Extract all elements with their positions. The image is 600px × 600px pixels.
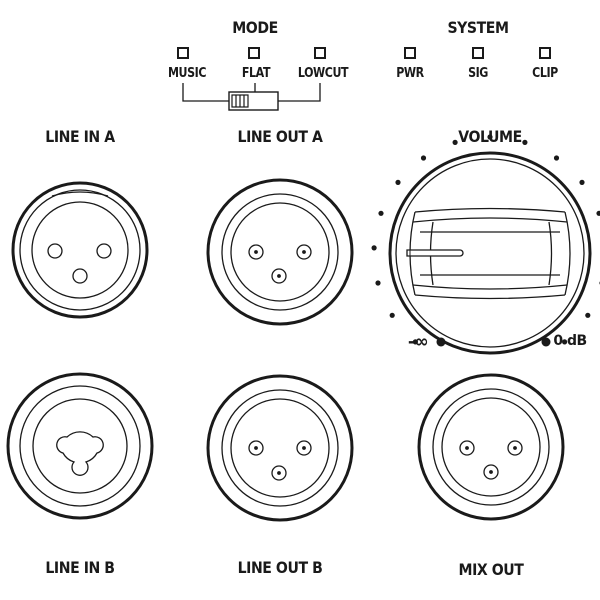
mode-option-music[interactable]: MUSIC — [167, 66, 207, 81]
mix-out-jack[interactable] — [417, 373, 565, 521]
line-out-b-jack[interactable] — [206, 374, 354, 522]
sig-led-icon — [472, 47, 484, 59]
pin-hole — [96, 243, 112, 259]
clip-led-icon — [539, 47, 551, 59]
volume-max-label: 0 dB — [553, 333, 587, 349]
min-marker-dot — [436, 337, 446, 347]
line-in-a-jack[interactable] — [11, 181, 149, 319]
mode-option-lowcut[interactable]: LOWCUT — [297, 66, 349, 81]
mode-title: MODE — [232, 18, 278, 37]
pin-hole — [72, 268, 88, 284]
volume-scale-dot — [579, 179, 585, 185]
system-title: SYSTEM — [447, 18, 509, 37]
line-out-b-label: LINE OUT B — [237, 558, 323, 577]
volume-scale-dot — [553, 155, 560, 161]
max-marker-dot — [541, 337, 551, 347]
sig-label: SIG — [468, 66, 488, 81]
mix-out-label: MIX OUT — [458, 560, 524, 579]
volume-scale-dot — [452, 139, 458, 145]
mode-music-led-icon — [177, 47, 189, 59]
volume-scale-dot — [371, 245, 377, 251]
volume-min-label: -∞ — [407, 332, 429, 352]
volume-knob[interactable] — [388, 151, 592, 355]
line-in-b-label: LINE IN B — [45, 558, 115, 577]
volume-scale-dot — [522, 139, 528, 145]
volume-scale-dot — [562, 339, 568, 345]
line-out-a-jack[interactable] — [206, 178, 354, 326]
combo-socket-outline — [56, 431, 104, 476]
pwr-label: PWR — [396, 66, 424, 81]
mode-slide-switch[interactable] — [228, 91, 279, 111]
volume-scale-dot — [378, 210, 384, 216]
volume-pointer — [406, 249, 464, 257]
mode-switch-grip[interactable] — [231, 94, 249, 108]
volume-scale-dot — [596, 210, 600, 216]
volume-scale-dot — [487, 134, 493, 140]
mode-flat-led-icon — [248, 47, 260, 59]
volume-scale-dot — [420, 155, 427, 161]
volume-scale-dot — [585, 312, 591, 318]
volume-scale-dot — [395, 179, 401, 185]
mode-switch-wiring — [182, 83, 321, 102]
mode-lowcut-led-icon — [314, 47, 326, 59]
line-out-a-label: LINE OUT A — [237, 127, 323, 146]
volume-scale-dot — [412, 339, 418, 345]
clip-label: CLIP — [532, 66, 558, 81]
line-in-a-label: LINE IN A — [45, 127, 115, 146]
pin-hole — [47, 243, 63, 259]
pwr-led-icon — [404, 47, 416, 59]
volume-scale-dot — [389, 312, 395, 318]
volume-scale — [371, 134, 600, 345]
volume-scale-dot — [375, 280, 381, 286]
line-in-b-jack[interactable] — [6, 372, 154, 520]
volume-title: VOLUME — [458, 127, 522, 146]
mode-option-flat[interactable]: FLAT — [241, 66, 271, 81]
